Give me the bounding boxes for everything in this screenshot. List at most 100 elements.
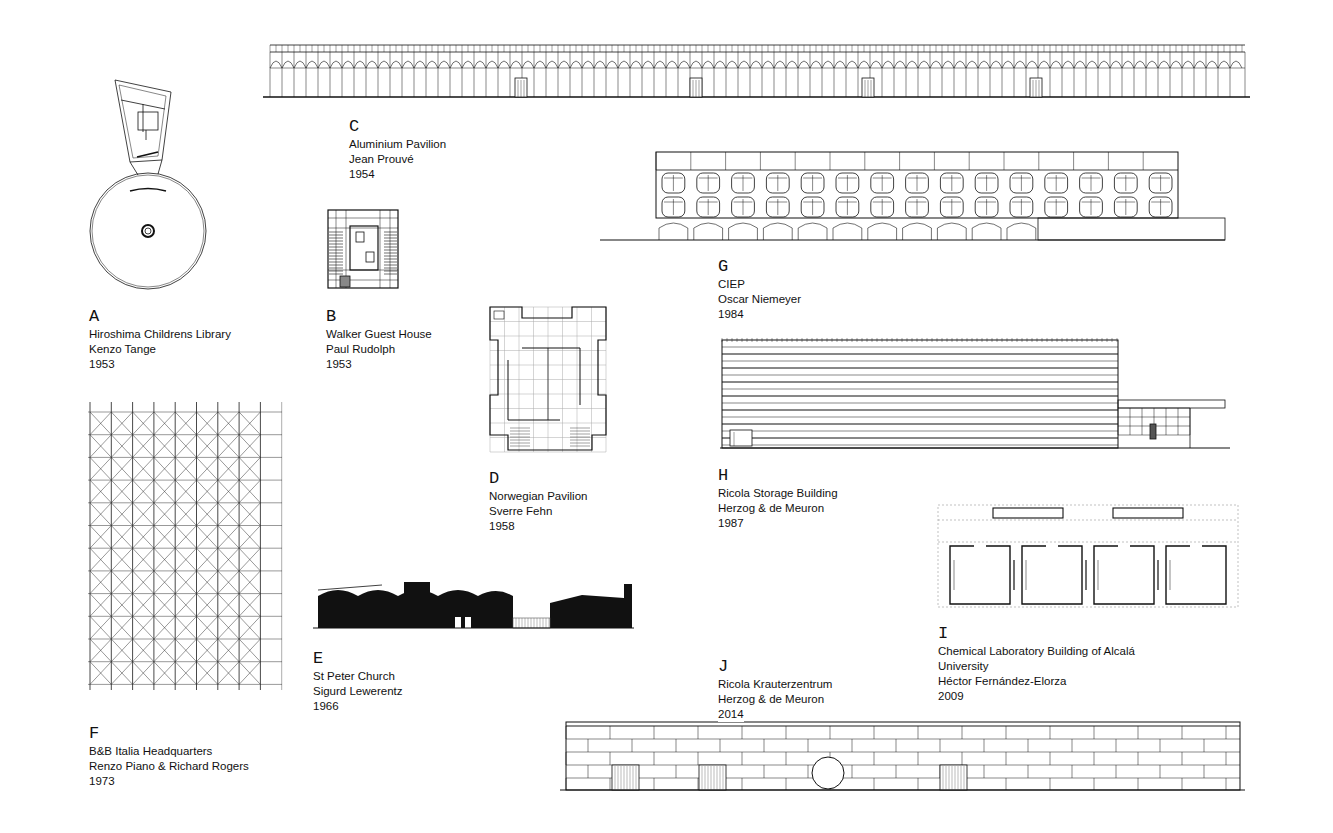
drawing-line — [1026, 52, 1027, 97]
drawing-rect — [940, 765, 967, 790]
drawing-line — [197, 480, 218, 503]
drawing-line — [1080, 45, 1081, 52]
drawing-circle — [92, 175, 204, 287]
drawing-line — [997, 338, 998, 342]
drawing-path — [750, 61, 762, 68]
drawing-path — [972, 223, 1001, 240]
drawing-line — [546, 52, 547, 97]
drawing-line — [1160, 765, 1161, 778]
drawing-line — [990, 52, 991, 97]
drawing-line — [949, 766, 950, 790]
drawing-path — [534, 61, 546, 68]
drawing-line — [912, 45, 913, 52]
drawing-line — [1021, 199, 1022, 215]
drawing-path — [570, 61, 582, 68]
drawing-line — [606, 52, 607, 97]
drawing-line — [732, 338, 733, 342]
drawing-line — [1143, 152, 1144, 170]
drawing-line — [1182, 726, 1183, 739]
drawing-line — [239, 480, 260, 503]
drawing-line — [984, 45, 985, 52]
drawing-line — [1056, 45, 1057, 52]
drawing-path — [990, 61, 1002, 68]
drawing-line — [281, 402, 282, 690]
drawing-rect — [732, 173, 755, 193]
drawing-line — [1146, 45, 1147, 52]
drawing-line — [1091, 199, 1092, 215]
drawing-line — [175, 457, 196, 480]
headquarters-structure-grid — [88, 402, 282, 690]
drawing-line — [1134, 52, 1135, 97]
drawing-line — [1104, 45, 1105, 52]
drawing-line — [673, 199, 674, 215]
drawing-line — [270, 45, 1245, 46]
drawing-line — [1062, 52, 1063, 97]
drawing-line — [566, 752, 567, 765]
drawing-line — [408, 45, 409, 52]
drawing-line — [777, 338, 778, 342]
caption-text: CIEP — [718, 277, 745, 292]
drawing-line — [239, 526, 260, 549]
drawing-line — [197, 435, 218, 458]
drawing-line — [239, 402, 240, 690]
drawing-line — [867, 338, 868, 342]
drawing-line — [786, 778, 787, 790]
drawing-line — [1138, 778, 1139, 790]
drawing-line — [218, 616, 239, 639]
drawing-line — [594, 45, 595, 52]
drawing-line — [1094, 752, 1095, 765]
drawing-line — [1072, 765, 1073, 778]
drawing-line — [917, 199, 918, 215]
drawing-line — [111, 503, 132, 526]
drawing-line — [543, 618, 544, 628]
drawing-line — [218, 503, 239, 526]
caption-text: Paul Rudolph — [326, 342, 395, 357]
drawing-line — [762, 52, 763, 97]
drawing-path — [702, 61, 714, 68]
drawing-path — [678, 61, 690, 68]
drawing-line — [966, 52, 967, 97]
drawing-line — [1017, 338, 1018, 342]
drawing-line — [727, 338, 728, 342]
drawing-line — [1176, 45, 1177, 52]
drawing-rect — [612, 765, 639, 790]
drawing-line — [1027, 338, 1028, 342]
drawing-line — [329, 256, 343, 257]
drawing-line — [570, 440, 590, 441]
drawing-line — [197, 503, 218, 526]
drawing-path — [618, 61, 630, 68]
drawing-rect — [1149, 197, 1172, 217]
drawing-path — [798, 223, 827, 240]
drawing-line — [175, 435, 196, 458]
drawing-rect — [940, 197, 963, 217]
drawing-line — [1226, 778, 1227, 790]
drawing-line — [239, 594, 260, 617]
drawing-line — [154, 480, 175, 503]
caption-text: Norwegian Pavilion — [489, 489, 587, 504]
ciep-elevation — [600, 152, 1225, 240]
drawing-line — [90, 435, 111, 458]
drawing-rect — [1114, 197, 1137, 217]
drawing-rect — [455, 617, 461, 628]
drawing-path — [119, 85, 166, 158]
drawing-line — [384, 262, 397, 263]
project-letter: H — [718, 467, 728, 486]
drawing-line — [560, 789, 1245, 790]
drawing-path — [738, 61, 750, 68]
drawing-rect — [350, 226, 378, 270]
drawing-line — [88, 684, 282, 685]
drawing-line — [218, 616, 239, 639]
drawing-line — [336, 45, 337, 52]
caption-text: Chemical Laboratory Building of Alcalá U… — [938, 644, 1178, 674]
drawing-line — [1047, 338, 1048, 342]
drawing-line — [1092, 45, 1093, 52]
drawing-line — [426, 52, 427, 97]
drawing-line — [130, 162, 138, 175]
aluminium-pavilion-elevation — [263, 45, 1250, 97]
drawing-line — [154, 503, 175, 526]
drawing-line — [196, 402, 197, 690]
drawing-line — [90, 594, 111, 617]
drawing-path — [903, 223, 932, 240]
drawing-line — [111, 662, 132, 685]
drawing-line — [1108, 152, 1109, 170]
